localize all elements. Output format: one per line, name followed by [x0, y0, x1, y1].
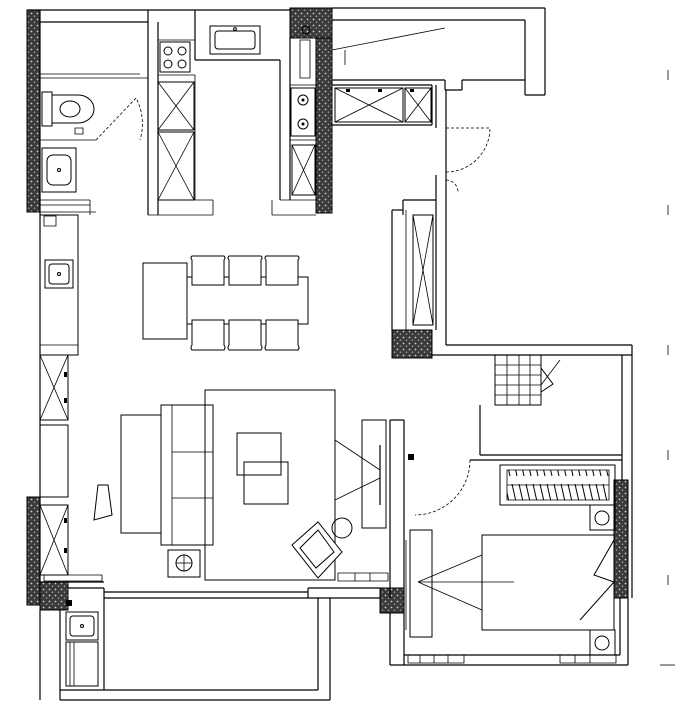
cooktop-icon: [160, 42, 190, 72]
sofa-icon: [121, 405, 213, 545]
washbasin-icon: [42, 148, 76, 192]
stair: [415, 355, 560, 515]
walls: [27, 8, 632, 700]
left-storage: [40, 215, 102, 581]
structural-walls: [27, 8, 628, 613]
bed-icon: [418, 535, 614, 630]
bathroom: [40, 74, 148, 226]
detail-marks: [66, 70, 675, 665]
armchair-icon: [94, 485, 112, 520]
toilet-icon: [42, 92, 94, 126]
living-room: [94, 390, 388, 581]
kitchen-sink-icon: [210, 26, 260, 54]
coffee-table-icon: [237, 433, 288, 504]
air-conditioner-icon: [168, 550, 200, 577]
lounge-chair-icon: [292, 518, 352, 578]
entry: [332, 28, 490, 330]
bar-sink-icon: [45, 260, 73, 288]
dining-chairs: [191, 256, 299, 350]
kitchen: [148, 26, 316, 215]
wardrobe-icon: [500, 465, 615, 505]
tv-cabinet-icon: [335, 420, 386, 528]
laundry-sink-icon: [66, 612, 98, 640]
gas-stove-icon: [291, 88, 315, 136]
dining-table: [143, 256, 308, 350]
balcony: [66, 612, 98, 686]
bedroom: [406, 465, 616, 663]
